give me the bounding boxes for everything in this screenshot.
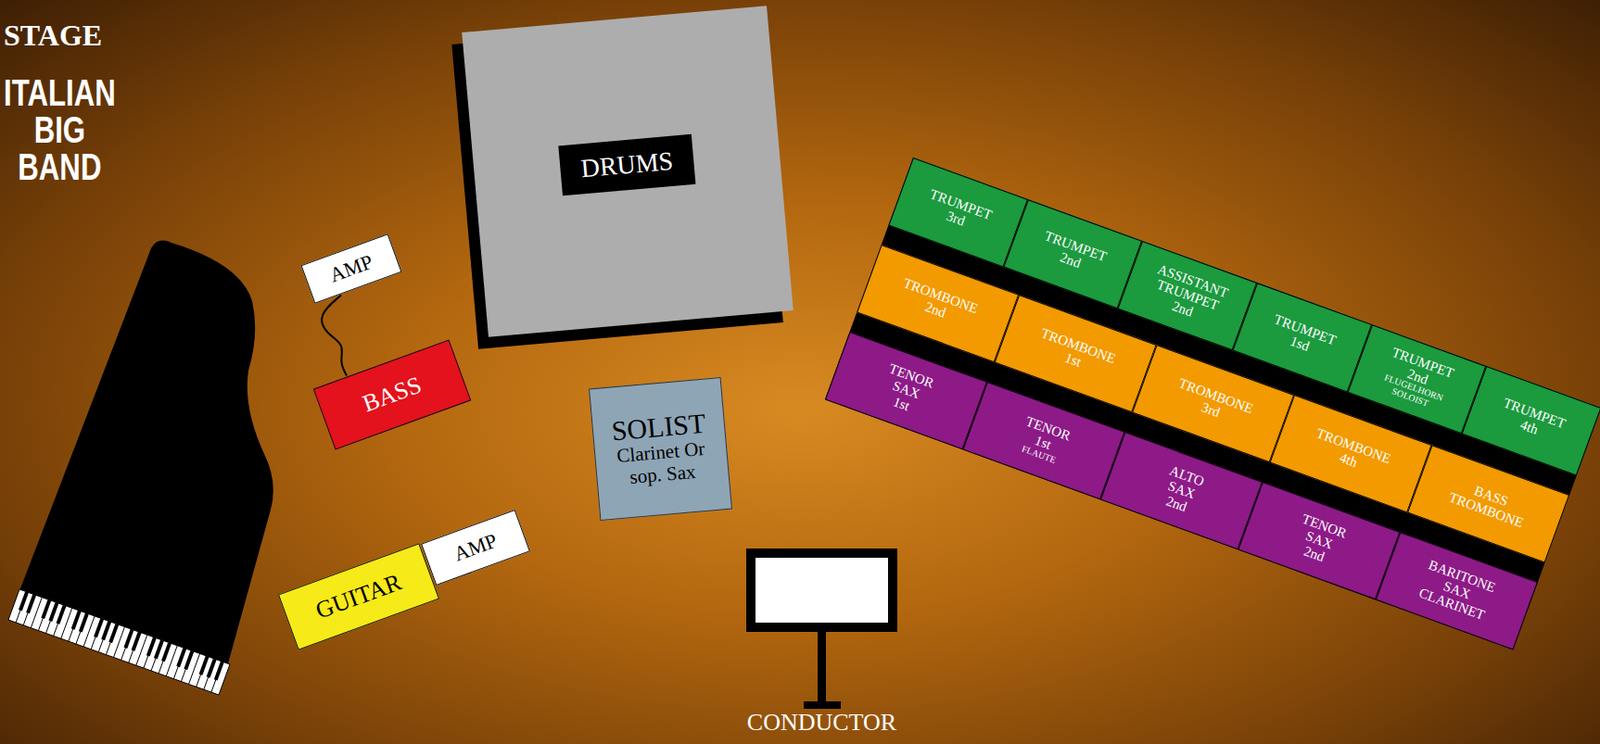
node-label: TENOR SAX 1st	[876, 362, 936, 420]
node-label: DRUMS	[558, 134, 697, 196]
node-label: TRUMPET 2nd	[1037, 228, 1108, 279]
piano-black-key	[133, 632, 140, 651]
amp-cable	[321, 294, 347, 376]
musician-seat: TRUMPET 4th	[1461, 366, 1600, 476]
piano-black-key	[102, 622, 110, 641]
node-label: ALTO SAX 2nd	[1156, 464, 1206, 519]
musician-seat: TRUMPET 3rd	[888, 157, 1028, 267]
piano-key	[38, 600, 50, 632]
piano-black-key	[27, 595, 35, 614]
musician-seat: TRUMPET 2nd	[1003, 199, 1143, 309]
stand-base	[803, 701, 841, 710]
node-label: AMP	[327, 251, 377, 287]
node-label: BASS TROMBONE	[1447, 477, 1531, 532]
node-label: TRUMPET 4th	[1496, 396, 1567, 446]
musician-seat: ASSISTANT TRUMPET 2nd	[1117, 241, 1258, 351]
drum-riser: DRUMS	[461, 5, 794, 338]
band-logo: ITALIAN BIG BAND	[3, 74, 116, 186]
node-label: TROMBONE 4th	[1308, 427, 1393, 482]
piano-black-key	[42, 600, 50, 620]
piano-black-key	[185, 651, 192, 671]
piano-black-key	[95, 619, 102, 638]
conductor-stand: CONDUCTOR	[746, 548, 898, 739]
node-label: BASS	[359, 372, 425, 418]
stand-pole	[817, 632, 826, 705]
musician-seat: TRUMPET 2ndFLUGELHORN SOLOIST	[1346, 324, 1486, 434]
piano-black-key	[20, 592, 27, 611]
bass-amp: AMP	[300, 233, 402, 305]
music-stand	[746, 548, 898, 716]
piano-black-key	[110, 624, 117, 644]
piano-key	[68, 610, 80, 642]
piano-key	[15, 592, 27, 623]
node-label: TROMBONE 1st	[1033, 326, 1118, 381]
node-label: TRUMPET 1sd	[1267, 313, 1338, 363]
piano-black-key	[200, 656, 207, 675]
band-risers: TRUMPET 3rdTRUMPET 2ndASSISTANT TRUMPET …	[825, 157, 1600, 650]
piano-key	[121, 629, 133, 661]
musician-seat: TRUMPET 1sd	[1232, 282, 1372, 393]
bass-position: BASS	[313, 339, 472, 450]
piano-black-key	[125, 629, 132, 648]
piano-black-key	[177, 648, 185, 668]
piano-black-key	[73, 610, 80, 630]
piano-black-key	[155, 640, 163, 660]
piano-key	[90, 619, 102, 650]
node-label: TROMBONE 3rd	[1171, 377, 1256, 432]
node-label: TENOR SAX 2nd	[1289, 512, 1348, 571]
piano-keyboard	[8, 589, 230, 696]
piano-black-key	[215, 661, 223, 681]
stage-title: STAGE	[3, 20, 102, 52]
node-label: GUITAR	[312, 570, 406, 625]
node-label: ASSISTANT TRUMPET 2nd	[1145, 262, 1231, 330]
piano-key	[143, 637, 155, 669]
node-label: CONDUCTOR	[709, 710, 935, 736]
piano-black-key	[208, 659, 216, 678]
piano-black-key	[50, 602, 57, 622]
guitar-amp: AMP	[420, 509, 531, 586]
piano-key	[173, 648, 185, 680]
soloist-position: SOLISTClarinet Or sop. Sax	[588, 377, 733, 521]
piano-key	[196, 656, 208, 687]
piano-black-key	[163, 643, 170, 662]
piano-black-key	[57, 605, 64, 624]
node-label: TRUMPET 3rd	[922, 187, 993, 237]
node-label: BARITONE SAX CLARINET	[1416, 558, 1498, 624]
piano-black-key	[80, 613, 88, 633]
piano-black-key	[148, 637, 155, 657]
node-label: AMP	[451, 530, 501, 566]
piano-keys	[15, 592, 223, 693]
stand-desk	[750, 553, 893, 628]
guitar-position: GUITAR	[278, 543, 440, 651]
node-label: TROMBONE 2nd	[896, 276, 980, 331]
